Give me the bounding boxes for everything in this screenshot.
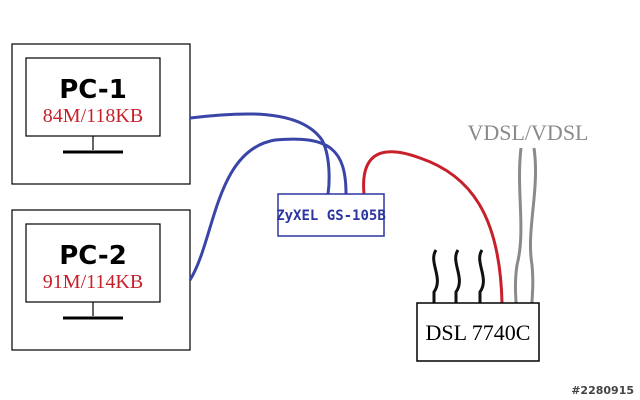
pc-1: PC-1 84M/118KB: [11, 43, 191, 185]
pc-2: PC-2 91M/114KB: [11, 209, 191, 351]
power-cord-2: [454, 249, 461, 303]
ethernet-cable-pc1: [189, 112, 331, 195]
switch-box: [277, 193, 385, 237]
ethernet-cable-pc2: [188, 137, 348, 281]
power-cord-3: [478, 249, 485, 303]
pc-2-screen: [25, 223, 161, 303]
dsl-cable: [362, 150, 504, 304]
dsl-modem: DSL 7740C: [416, 302, 540, 362]
pc-1-name: PC-1: [59, 75, 127, 105]
pc-2-name: PC-2: [59, 241, 127, 271]
dsl-modem-label: DSL 7740C: [426, 320, 531, 345]
dsl-modem-box: [416, 302, 540, 362]
pc-1-speed: 84M/118KB: [43, 105, 143, 127]
phone-line-1: [513, 147, 523, 304]
watermark: #2280915: [571, 384, 634, 397]
vdsl-line-label: VDSL/VDSL: [467, 120, 588, 145]
switch: ZyXEL GS-105B: [276, 193, 386, 237]
pc-2-speed: 91M/114KB: [43, 271, 143, 293]
pc-1-screen: [25, 57, 161, 137]
phone-line-2: [528, 147, 538, 304]
switch-label: ZyXEL GS-105B: [276, 208, 386, 224]
power-cord-1: [432, 249, 439, 303]
